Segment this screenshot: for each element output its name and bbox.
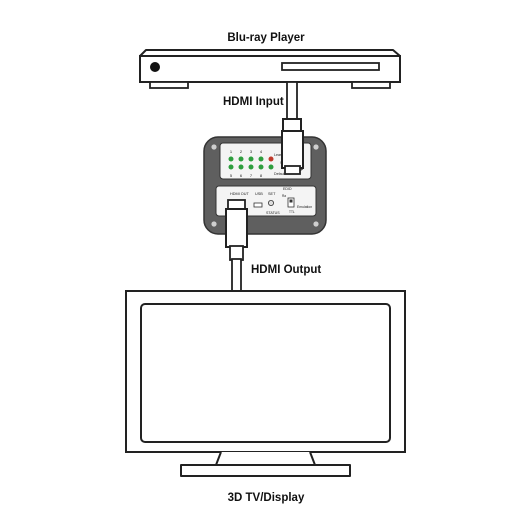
- edid-led: [228, 156, 234, 162]
- usb-port-label: USB: [255, 192, 263, 196]
- learned-label: Learned: [274, 153, 287, 157]
- edid-led: [238, 156, 244, 162]
- status-label: STATUS: [266, 211, 280, 215]
- hdmi-input-label: HDMI Input: [223, 96, 284, 108]
- input-number-bottom: 6: [240, 173, 243, 178]
- learned-led: [268, 156, 274, 162]
- set-button[interactable]: [267, 199, 274, 206]
- input-number-top: 2: [240, 149, 243, 154]
- blu-ray-player-label: Blu-ray Player: [227, 32, 305, 44]
- usb-port: [253, 202, 263, 208]
- edid-led: [238, 164, 244, 170]
- input-number-top: 3: [250, 149, 253, 154]
- input-number-top: 4: [260, 149, 263, 154]
- hdmi-out-port-label: HDMI OUT: [230, 192, 249, 196]
- input-number-bottom: 7: [250, 173, 253, 178]
- default-label: Default: [274, 172, 285, 176]
- hdmi-output-cable: [231, 258, 242, 293]
- input-number-bottom: 8: [260, 173, 263, 178]
- input-number-top: 1: [230, 149, 233, 154]
- player-foot-right: [351, 81, 391, 89]
- blu-ray-player: [139, 49, 401, 89]
- emulation-label: Emulation: [297, 205, 312, 209]
- ra-label: Ra: [282, 194, 286, 198]
- edid-led: [258, 156, 264, 162]
- power-button-icon: [150, 62, 160, 72]
- 3d-tv-display-label: 3D TV/Display: [228, 492, 305, 504]
- tv-display: [125, 290, 406, 477]
- player-foot-left: [149, 81, 189, 89]
- default-led: [268, 164, 274, 170]
- hdmi-output-plug: [225, 199, 248, 261]
- edid-led: [248, 164, 254, 170]
- tv-stand-neck: [215, 451, 316, 466]
- edid-led: [248, 156, 254, 162]
- input-number-bottom: 5: [230, 173, 233, 178]
- ttl-label: TTL: [289, 210, 295, 214]
- hdmi-output-label: HDMI Output: [251, 264, 321, 276]
- set-label: SET: [268, 192, 276, 196]
- edid-led: [228, 164, 234, 170]
- tv-screen: [140, 303, 391, 443]
- edid-led: [258, 164, 264, 170]
- edid-label: EDID: [283, 187, 292, 191]
- disc-tray-slot: [281, 62, 380, 71]
- tv-stand-base: [180, 464, 351, 477]
